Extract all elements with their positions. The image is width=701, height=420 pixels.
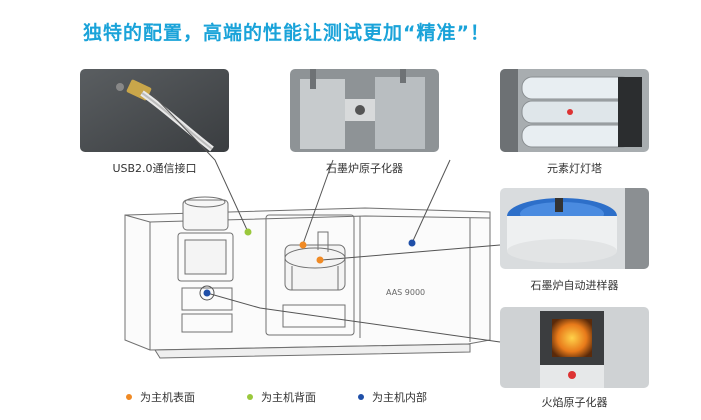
legend-label: 为主机表面 (140, 391, 195, 404)
lamp-turret-photo (500, 69, 649, 152)
blue-dot-icon (358, 394, 364, 400)
marker-back-usb (244, 228, 252, 236)
legend-item-surface: 为主机表面 (126, 389, 195, 405)
legend-label: 为主机背面 (261, 391, 316, 404)
marker-surface-furnace (299, 241, 307, 249)
model-label: AAS 9000 (386, 288, 425, 297)
marker-inside-flame (203, 289, 211, 297)
graphite-furnace-photo (290, 69, 439, 152)
flame-atomizer-photo (500, 307, 649, 388)
headline: 独特的配置，高端的性能让测试更加“精准”！ (83, 22, 490, 44)
usb-cable-photo (80, 69, 229, 152)
marker-surface-autosampler (316, 256, 324, 264)
caption-usb: USB2.0通信接口 (112, 162, 197, 175)
legend-label: 为主机内部 (372, 391, 427, 404)
caption-lamp-turret: 元素灯灯塔 (547, 162, 602, 175)
orange-dot-icon (126, 394, 132, 400)
flame-ring-icon (199, 285, 215, 301)
caption-flame-atomizer: 火焰原子化器 (541, 396, 608, 409)
legend-item-inside: 为主机内部 (358, 389, 427, 405)
caption-autosampler: 石墨炉自动进样器 (530, 279, 619, 292)
green-dot-icon (247, 394, 253, 400)
autosampler-photo (500, 188, 649, 269)
legend-item-back: 为主机背面 (247, 389, 316, 405)
marker-inside-lamp (408, 239, 416, 247)
caption-graphite-furnace-atomizer: 石墨炉原子化器 (326, 162, 403, 175)
